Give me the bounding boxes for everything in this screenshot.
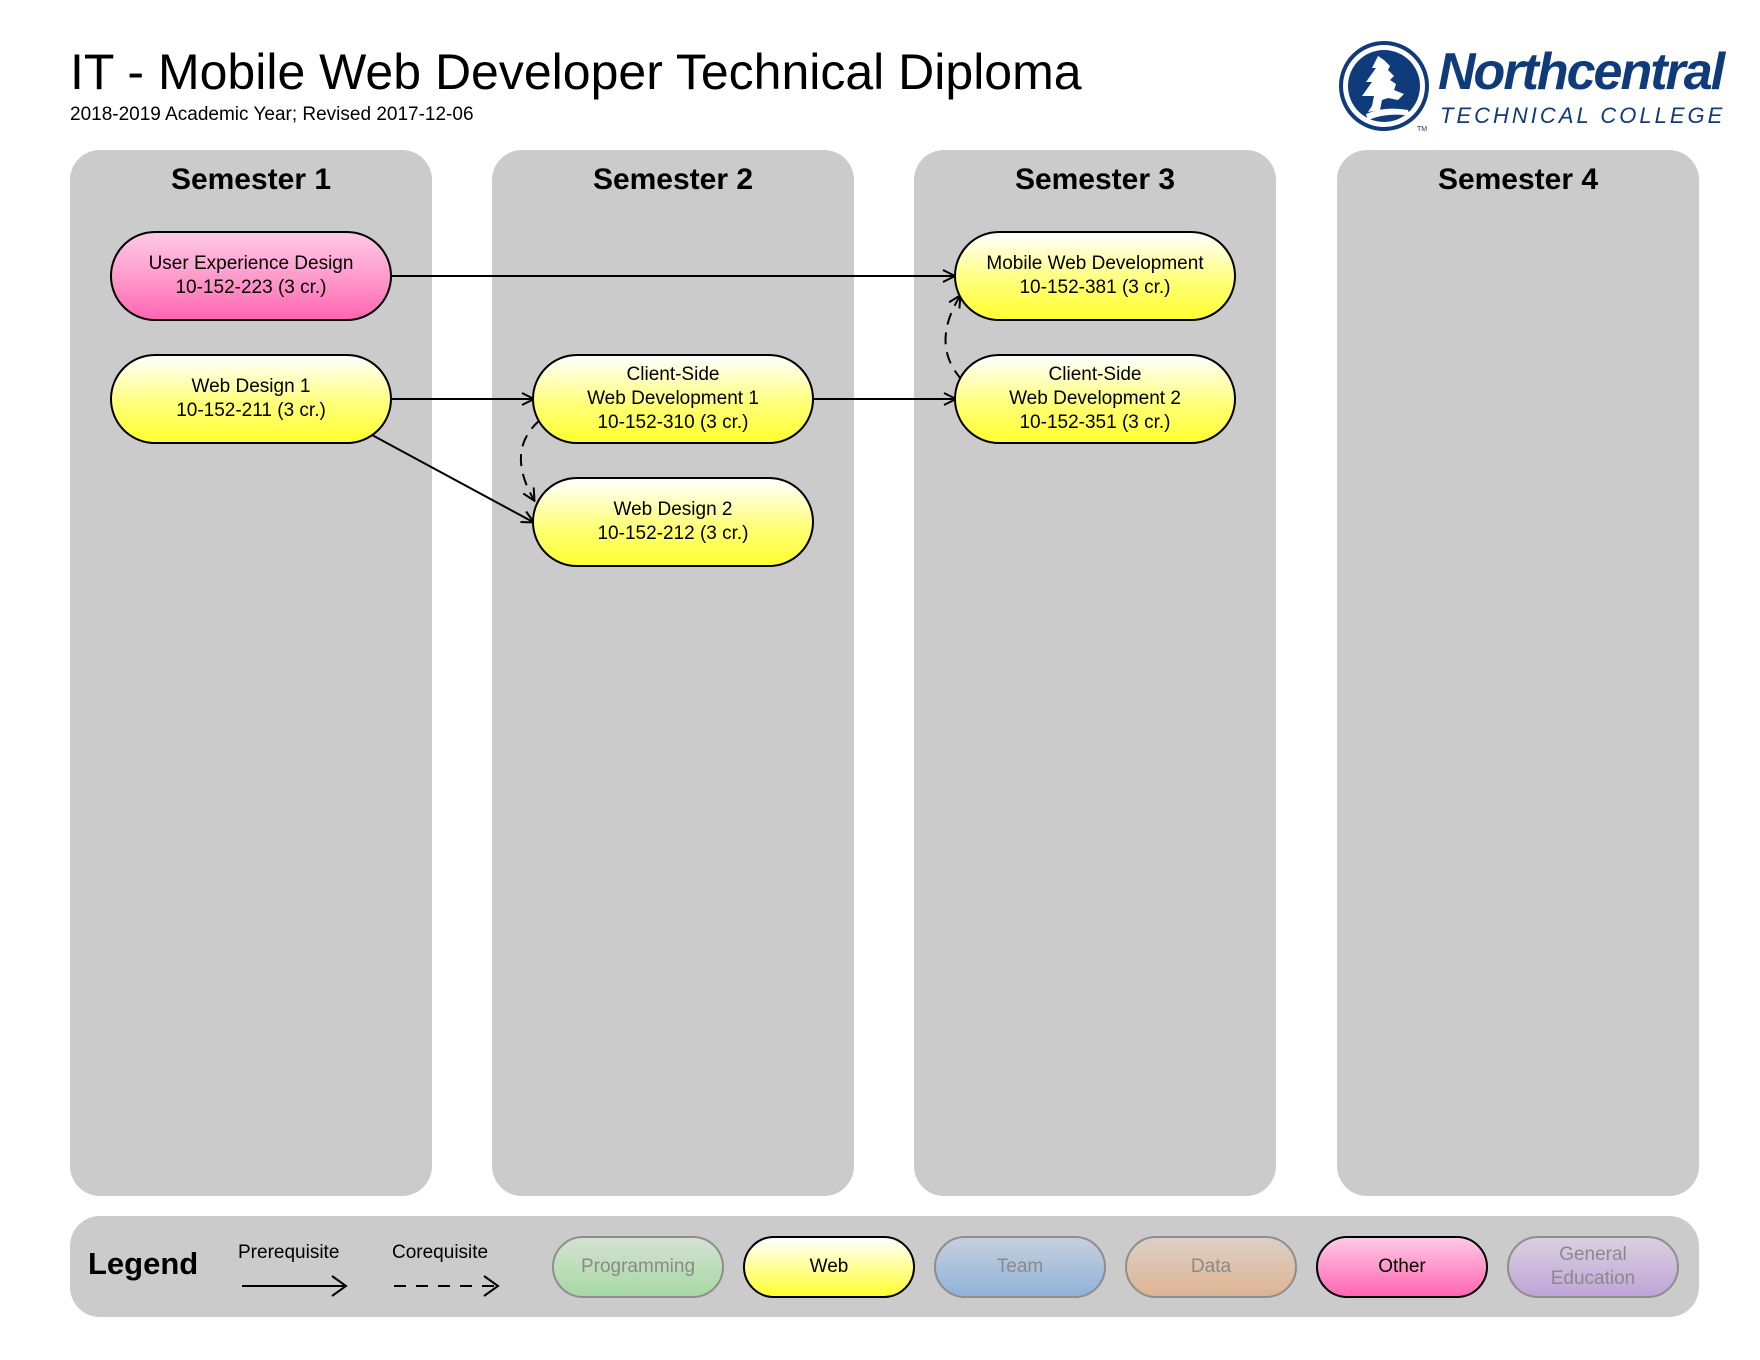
semester-4-title: Semester 4 — [1437, 163, 1599, 196]
course-code: 10-152-212 (3 cr.) — [597, 523, 749, 544]
course-title: Web Design 2 — [613, 499, 733, 520]
legend-web-label: Web — [809, 1256, 849, 1277]
course-title: Web Design 1 — [191, 376, 311, 397]
course-title-line-1: Client-Side — [1048, 364, 1142, 385]
course-web-design-2[interactable]: Web Design 2 10-152-212 (3 cr.) — [532, 477, 814, 567]
course-title: User Experience Design — [148, 253, 354, 274]
course-title-line-2: Web Development 2 — [1009, 388, 1181, 409]
semester-1-panel: Semester 1 — [70, 150, 432, 1196]
course-code: 10-152-351 (3 cr.) — [1019, 412, 1171, 433]
course-mobile-web-dev[interactable]: Mobile Web Development 10-152-381 (3 cr.… — [954, 231, 1236, 321]
logo-trademark: TM — [1417, 126, 1428, 133]
legend-data: Data — [1125, 1236, 1297, 1298]
course-web-design-1[interactable]: Web Design 1 10-152-211 (3 cr.) — [110, 354, 392, 444]
semester-2-panel: Semester 2 — [492, 150, 854, 1196]
prerequisite-arrow-icon — [242, 1275, 348, 1297]
logo-subtitle: TECHNICAL COLLEGE — [1440, 103, 1726, 128]
college-logo: Northcentral TECHNICAL COLLEGE TM — [1338, 38, 1725, 138]
course-client-side-web-dev-2[interactable]: Client-Side Web Development 2 10-152-351… — [954, 354, 1236, 444]
legend-other: Other — [1316, 1236, 1488, 1298]
legend-programming: Programming — [552, 1236, 724, 1298]
legend-title: Legend — [88, 1246, 199, 1281]
course-code: 10-152-223 (3 cr.) — [175, 277, 327, 298]
course-code: 10-152-381 (3 cr.) — [1019, 277, 1171, 298]
course-client-side-web-dev-1[interactable]: Client-Side Web Development 1 10-152-310… — [532, 354, 814, 444]
logo-name: Northcentral — [1438, 43, 1725, 101]
page-title: IT - Mobile Web Developer Technical Dipl… — [70, 44, 1082, 100]
legend-programming-label: Programming — [580, 1256, 696, 1277]
course-code: 10-152-310 (3 cr.) — [597, 412, 749, 433]
semester-1-title: Semester 1 — [170, 163, 332, 196]
legend-data-label: Data — [1190, 1256, 1232, 1277]
course-title: Mobile Web Development — [986, 253, 1204, 274]
semester-3-title: Semester 3 — [1014, 163, 1176, 196]
corequisite-arrow-icon — [394, 1275, 500, 1297]
legend-other-label: Other — [1378, 1256, 1426, 1277]
legend-team-label: Team — [996, 1256, 1044, 1277]
legend: Legend Prerequisite Corequisite Programm… — [70, 1216, 1699, 1317]
course-code: 10-152-211 (3 cr.) — [176, 400, 326, 421]
page-subtitle: 2018-2019 Academic Year; Revised 2017-12… — [70, 104, 474, 125]
pine-tree-icon — [1339, 41, 1429, 131]
legend-general-education: General Education — [1507, 1236, 1679, 1298]
legend-team: Team — [934, 1236, 1106, 1298]
course-title-line-2: Web Development 1 — [587, 388, 759, 409]
legend-general-education-label: General Education — [1550, 1244, 1636, 1289]
legend-prerequisite-label: Prerequisite — [238, 1242, 340, 1263]
course-title-line-1: Client-Side — [626, 364, 720, 385]
semester-2-title: Semester 2 — [592, 163, 754, 196]
legend-web: Web — [743, 1236, 915, 1298]
semester-3-panel: Semester 3 — [914, 150, 1276, 1196]
semester-4-panel: Semester 4 — [1337, 150, 1699, 1196]
course-ux-design[interactable]: User Experience Design 10-152-223 (3 cr.… — [110, 231, 392, 321]
legend-corequisite-label: Corequisite — [392, 1242, 489, 1263]
